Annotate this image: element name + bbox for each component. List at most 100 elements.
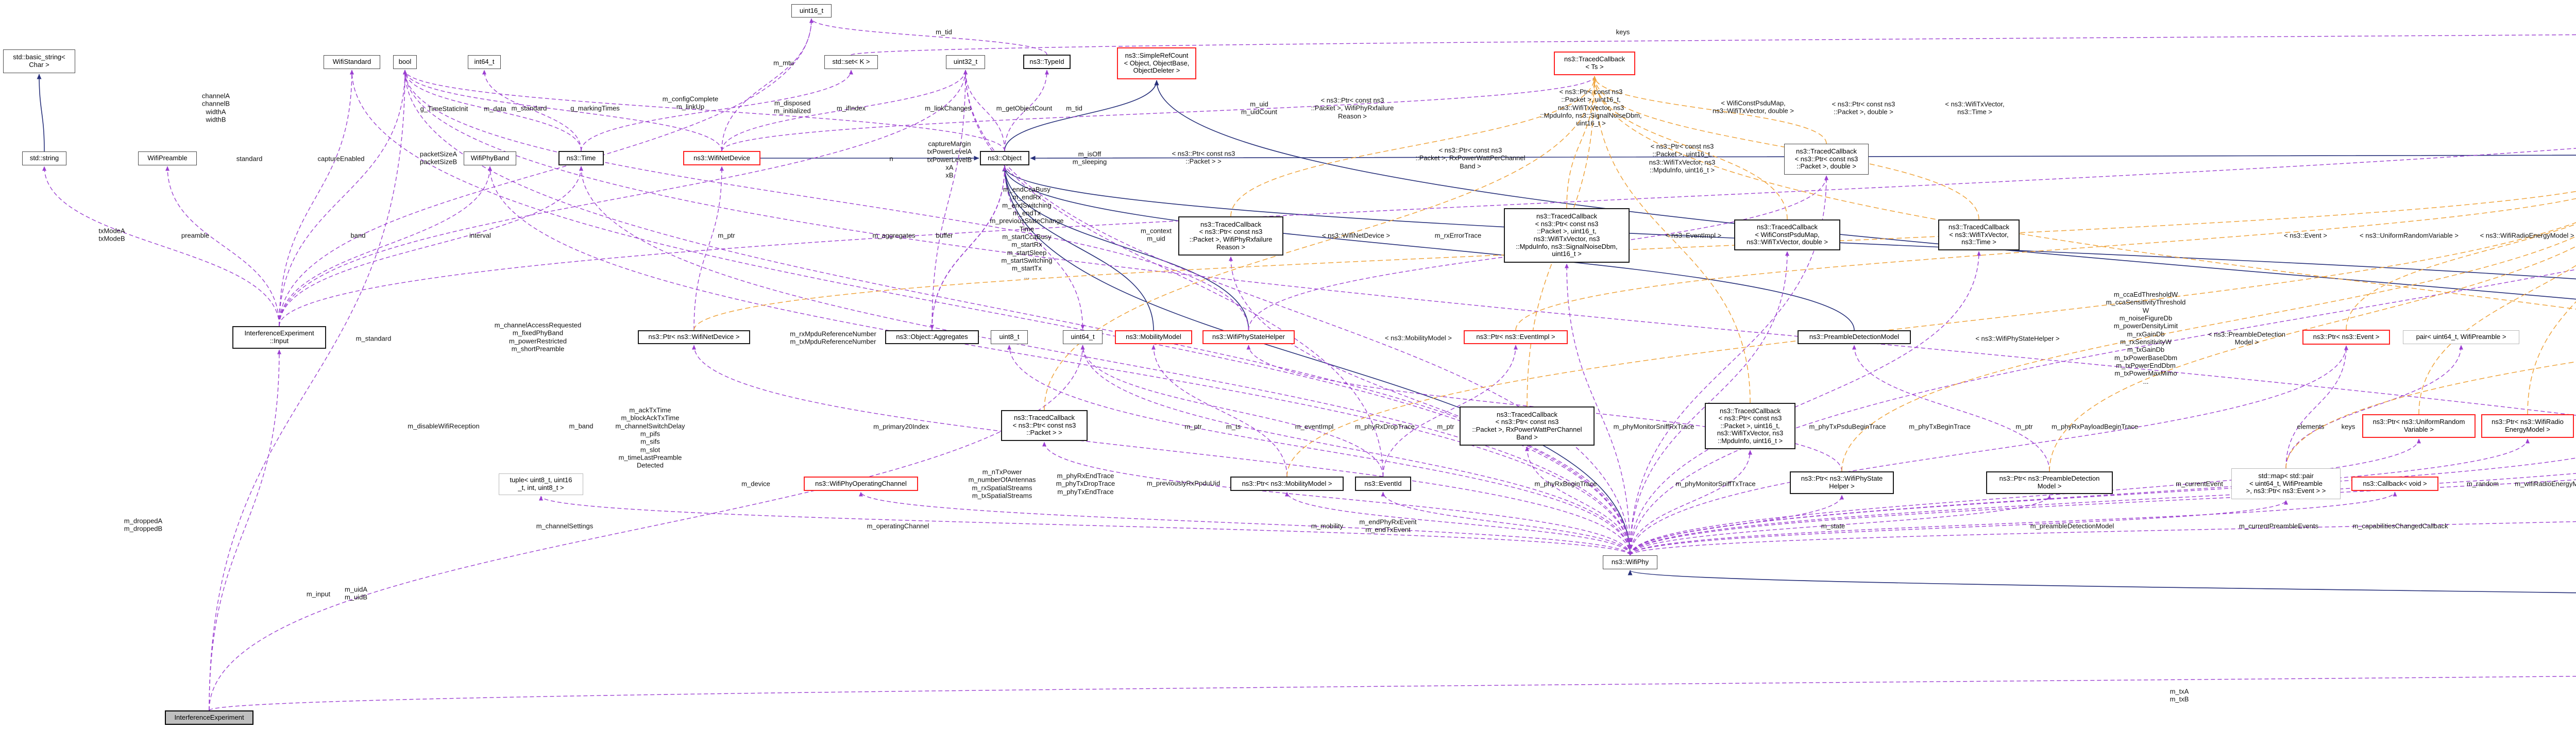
edge-label: < ns3::Event > [2284, 231, 2327, 240]
node-tc-wifitxvector-time[interactable]: ns3::TracedCallback < ns3::WifiTxVector,… [1938, 219, 2020, 250]
node-uint32[interactable]: uint32_t [946, 55, 985, 69]
edge-label: interval [469, 231, 491, 240]
edge-wifi-phy--ptr-wifi-net-device [692, 345, 1631, 556]
edge-label: m_phyRxPayloadBeginTrace [2052, 422, 2138, 431]
node-tc-packet-double[interactable]: ns3::TracedCallback < ns3::Ptr< const ns… [1784, 144, 1869, 175]
edge-ptr-event-impl--ptr-t [1515, 198, 2576, 331]
node-ptr-wifi-phy-state-helper[interactable]: ns3::Ptr< ns3::WifiPhyState Helper > [1790, 471, 1894, 494]
node-uint64[interactable]: uint64_t [1063, 330, 1103, 344]
node-wifi-net-device[interactable]: ns3::WifiNetDevice [683, 151, 760, 165]
node-ptr-wifi-radio-energy-model[interactable]: ns3::Ptr< ns3::WifiRadio EnergyModel > [2481, 414, 2574, 438]
node-tc-packet[interactable]: ns3::TracedCallback < ns3::Ptr< const ns… [1001, 410, 1088, 441]
node-ptr-mobility-model[interactable]: ns3::Ptr< ns3::MobilityModel > [1230, 477, 1344, 491]
node-bool[interactable]: bool [393, 55, 417, 69]
edge-ptr-preamble-detection-model--preamble-detection-model [1852, 345, 2050, 472]
node-std-string[interactable]: std::string [22, 151, 66, 165]
edge-label: < ns3::Ptr< const ns3 ::Packet >, WifiPh… [1311, 96, 1394, 120]
edge-map-preamble-events--map-k-t [2285, 361, 2576, 469]
node-ptr-preamble-detection-model[interactable]: ns3::Ptr< ns3::PreambleDetection Model > [1986, 471, 2113, 494]
edge-wifi-phy--uint8 [1007, 345, 1631, 556]
edge-time--int64 [482, 70, 582, 151]
edge-label: < ns3::WifiPhyStateHelper > [1975, 334, 2060, 343]
edge-label: < ns3::WifiRadioEnergyModel > [2480, 231, 2574, 240]
node-preamble-detection-model[interactable]: ns3::PreambleDetectionModel [1798, 330, 1911, 344]
edge-ie-input--wifi-standard [279, 70, 354, 327]
edge-label: < ns3::EventImpl > [1665, 231, 1722, 240]
edge-label: m_capabilitiesChangedCallback [2352, 522, 2448, 530]
edge-label: packetSizeA packetSizeB [419, 150, 457, 166]
edge-label: m_mobility [1311, 522, 1344, 530]
node-time[interactable]: ns3::Time [558, 151, 604, 165]
edge-label: m_phyTxPsduBeginTrace [1809, 422, 1886, 431]
node-object[interactable]: ns3::Object [980, 151, 1029, 165]
edge-wifi-phy--uint32 [963, 70, 1631, 556]
edge-label: m_ackTxTime m_blockAckTxTime m_channelSw… [615, 406, 685, 469]
edge-ptr-event--ptr-t [2346, 224, 2576, 330]
node-wifi-phy-band[interactable]: WifiPhyBand [464, 151, 516, 165]
node-tc-sniff-rx[interactable]: ns3::TracedCallback < ns3::Ptr< const ns… [1504, 208, 1630, 263]
node-tuple-channel[interactable]: tuple< uint8_t, uint16 _t, int, uint8_t … [499, 473, 583, 495]
edge-wifi-phy--map-preamble-events [1630, 500, 2288, 556]
edge-wifi-phy--ptr-event [1630, 345, 2348, 556]
node-int64[interactable]: int64_t [468, 55, 501, 69]
node-mobility-model[interactable]: ns3::MobilityModel [1115, 330, 1192, 344]
edge-label: m_phyRxDropTrace [1355, 422, 1415, 431]
edge-label: < WifiConstPsduMap, ns3::WifiTxVector, d… [1713, 99, 1794, 115]
edge-label: m_ptr [1437, 422, 1454, 431]
node-ptr-event[interactable]: ns3::Ptr< ns3::Event > [2302, 330, 2390, 345]
node-pair-uint64-preamble[interactable]: pair< uint64_t, WifiPreamble > [2403, 330, 2519, 344]
node-event-id[interactable]: ns3::EventId [1355, 477, 1411, 491]
edge-wifi-phy--bool [403, 70, 1631, 556]
edge-label: m_disableWifiReception [408, 422, 480, 430]
node-map-preamble-events[interactable]: std::map< std::pair < uint64_t, WifiPrea… [2231, 468, 2341, 499]
edge-label: m_currentPreambleEvents [2239, 522, 2318, 530]
node-tc-sniff-tx[interactable]: ns3::TracedCallback < ns3::Ptr< const ns… [1705, 403, 1795, 449]
edge-wifi-phy--wifi-phy-band [488, 166, 1631, 556]
node-wifi-phy-operating-channel[interactable]: ns3::WifiPhyOperatingChannel [804, 477, 918, 491]
edge-label: < ns3::Ptr< const ns3 ::Packet >, uint16… [1649, 142, 1716, 174]
node-tc-psdu-map[interactable]: ns3::TracedCallback < WifiConstPsduMap, … [1734, 219, 1840, 250]
edge-wifi-phy-state-helper--object [1002, 166, 1249, 331]
node-ptr-uniform-random-variable[interactable]: ns3::Ptr< ns3::UniformRandom Variable > [2362, 414, 2476, 438]
node-std-basic-string[interactable]: std::basic_string< Char > [3, 49, 75, 73]
node-uint16[interactable]: uint16_t [791, 4, 832, 18]
node-type-id[interactable]: ns3::TypeId [1023, 55, 1071, 69]
edge-wifi-phy-state-helper--bool [403, 70, 1249, 331]
edge-wifi-phy--ptr-interference-helper [1630, 479, 2576, 556]
node-object-aggregates[interactable]: ns3::Object::Aggregates [885, 330, 979, 344]
edge-label: keys [2341, 422, 2355, 431]
edge-label: m_state [1821, 522, 1845, 530]
edge-label: m_droppedA m_droppedB [124, 517, 163, 533]
node-tc-packet-rxpower[interactable]: ns3::TracedCallback < ns3::Ptr< const ns… [1460, 406, 1595, 446]
edge-spectrum-wifi-phy--wifi-phy [1628, 570, 2576, 593]
node-tc-ts[interactable]: ns3::TracedCallback < Ts > [1554, 52, 1635, 75]
edge-wifi-phy--wifi-standard [350, 70, 1631, 556]
node-wifi-preamble[interactable]: WifiPreamble [138, 151, 197, 165]
edge-tc-signal--tc-ts [1592, 76, 2576, 310]
node-wifi-phy[interactable]: ns3::WifiPhy [1603, 555, 1657, 569]
node-simple-ref-count[interactable]: ns3::SimpleRefCount < Object, ObjectBase… [1117, 47, 1196, 79]
node-wifi-standard[interactable]: WifiStandard [324, 55, 380, 69]
node-std-set[interactable]: std::set< K > [824, 55, 878, 69]
edge-tc-packet--tc-ts [1044, 76, 1597, 411]
node-wifi-phy-state-helper[interactable]: ns3::WifiPhyStateHelper [1202, 330, 1295, 344]
node-uint8[interactable]: uint8_t [991, 330, 1028, 344]
node-ie-input[interactable]: InterferenceExperiment ::Input [232, 326, 326, 349]
edge-wifi-phy--tuple-channel [539, 496, 1631, 556]
node-callback-void[interactable]: ns3::Callback< void > [2351, 477, 2438, 491]
edge-object--simple-ref-count [1004, 80, 1159, 151]
edge-interference-experiment--uint64 [209, 345, 1085, 711]
edge-label: m_nTxPower m_numberOfAntennas m_rxSpatia… [968, 468, 1036, 500]
edge-wifi-phy--tc-sniff-tx [1630, 450, 1752, 556]
edge-label: preamble [181, 231, 210, 240]
node-tc-packet-rxfailure[interactable]: ns3::TracedCallback < ns3::Ptr< const ns… [1178, 216, 1283, 256]
edge-label: m_linkChanges [925, 104, 971, 112]
node-interference-experiment[interactable]: InterferenceExperiment [165, 710, 253, 725]
edge-wifi-phy--ptr-wifi-phy-state-helper [1630, 495, 1844, 556]
node-ptr-wifi-net-device[interactable]: ns3::Ptr< ns3::WifiNetDevice > [638, 330, 750, 344]
node-ptr-event-impl[interactable]: ns3::Ptr< ns3::EventImpl > [1464, 330, 1568, 344]
edge-label: < ns3::Ptr< const ns3 ::Packet >, double… [1832, 100, 1895, 116]
edge-label: m_standard [355, 334, 392, 343]
edge-label: buffer [936, 231, 953, 240]
